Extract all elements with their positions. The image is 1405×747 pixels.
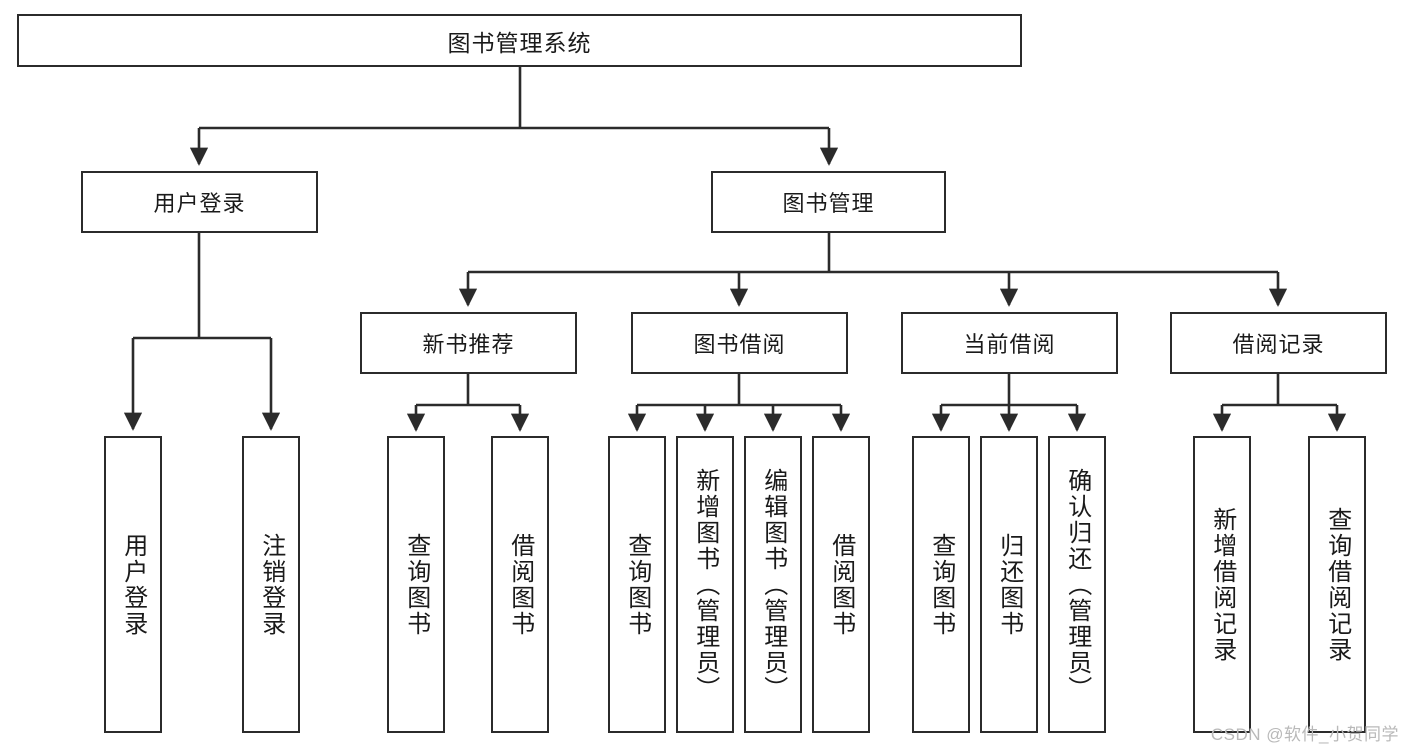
node-leaf-user-login[interactable]: 用户登录 [104, 436, 162, 733]
node-leaf-logout-login[interactable]: 注销登录 [242, 436, 300, 733]
node-leaf-return-book-label: 归还图书 [995, 532, 1023, 637]
node-leaf-borrow-book-2-label: 借阅图书 [827, 532, 855, 637]
node-leaf-user-login-label: 用户登录 [119, 532, 147, 637]
node-leaf-add-borrow-record-label: 新增借阅记录 [1208, 506, 1236, 663]
node-leaf-return-book[interactable]: 归还图书 [980, 436, 1038, 733]
node-leaf-add-book-label: 新增图书（管理员） [691, 467, 719, 702]
node-current-borrow[interactable]: 当前借阅 [901, 312, 1118, 374]
node-leaf-query-book-1[interactable]: 查询图书 [387, 436, 445, 733]
node-borrow-record-label: 借阅记录 [1232, 332, 1325, 357]
node-leaf-query-borrow-record-label: 查询借阅记录 [1323, 506, 1351, 663]
node-leaf-add-book[interactable]: 新增图书（管理员） [676, 436, 734, 733]
node-book-management-label: 图书管理 [782, 191, 875, 216]
node-leaf-logout-login-label: 注销登录 [257, 532, 285, 637]
node-leaf-add-borrow-record[interactable]: 新增借阅记录 [1193, 436, 1251, 733]
node-leaf-query-book-3[interactable]: 查询图书 [912, 436, 970, 733]
node-user-login-label: 用户登录 [153, 191, 246, 216]
node-system-title[interactable]: 图书管理系统 [17, 14, 1022, 67]
node-leaf-confirm-return[interactable]: 确认归还（管理员） [1048, 436, 1106, 733]
node-book-borrow[interactable]: 图书借阅 [631, 312, 848, 374]
node-leaf-edit-book-label: 编辑图书（管理员） [759, 467, 787, 702]
node-leaf-query-book-1-label: 查询图书 [402, 532, 430, 637]
node-borrow-record[interactable]: 借阅记录 [1170, 312, 1387, 374]
node-leaf-query-book-2[interactable]: 查询图书 [608, 436, 666, 733]
node-leaf-borrow-book-1[interactable]: 借阅图书 [491, 436, 549, 733]
node-leaf-edit-book[interactable]: 编辑图书（管理员） [744, 436, 802, 733]
node-leaf-borrow-book-2[interactable]: 借阅图书 [812, 436, 870, 733]
node-new-book-recommend[interactable]: 新书推荐 [360, 312, 577, 374]
node-new-book-recommend-label: 新书推荐 [422, 332, 515, 357]
node-leaf-query-borrow-record[interactable]: 查询借阅记录 [1308, 436, 1366, 733]
node-book-management[interactable]: 图书管理 [711, 171, 946, 233]
node-leaf-query-book-3-label: 查询图书 [927, 532, 955, 637]
node-book-borrow-label: 图书借阅 [693, 332, 786, 357]
node-leaf-query-book-2-label: 查询图书 [623, 532, 651, 637]
node-leaf-confirm-return-label: 确认归还（管理员） [1063, 467, 1091, 702]
node-user-login[interactable]: 用户登录 [81, 171, 318, 233]
node-leaf-borrow-book-1-label: 借阅图书 [506, 532, 534, 637]
node-current-borrow-label: 当前借阅 [963, 332, 1056, 357]
node-system-title-label: 图书管理系统 [447, 29, 592, 56]
